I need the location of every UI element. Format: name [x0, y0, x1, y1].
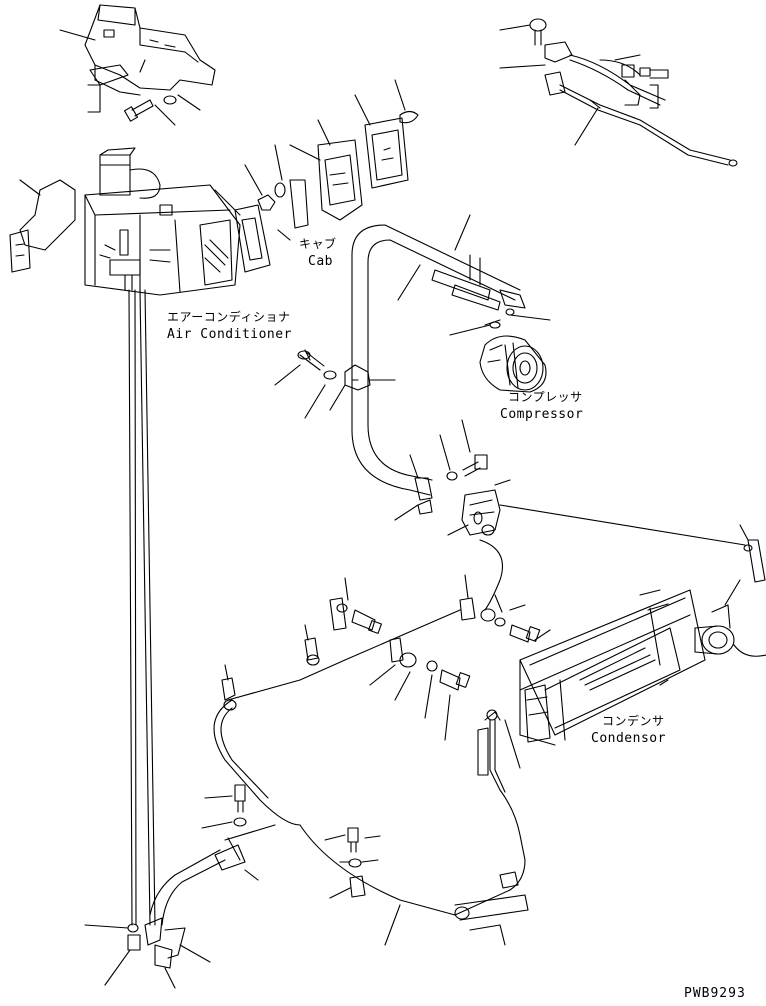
bolt-washer-top: [125, 95, 200, 125]
air-conditioner-label-ja: エアーコンディショナ: [167, 310, 291, 324]
cab-label-ja: キャブ: [299, 237, 337, 251]
bolt-clamp-mid: [275, 350, 395, 418]
condenser-label-ja: コンデンサ: [602, 714, 665, 728]
condenser-label-en: Condensor: [591, 731, 666, 746]
control-cable-assembly: [500, 19, 737, 166]
drawing-reference: PWB9293: [684, 986, 746, 1001]
receiver-clamp: [448, 480, 745, 545]
air-conditioner-unit: [85, 148, 240, 295]
hose-clamps: [85, 575, 550, 988]
cab-label-en: Cab: [308, 254, 333, 269]
air-conditioner-label-en: Air Conditioner: [167, 327, 292, 342]
compressor-label-ja: コンプレッサ: [508, 390, 583, 404]
cab-panel-parts: [215, 80, 418, 272]
bolt-clamp-lower: [395, 420, 487, 520]
drain-tubes: [129, 290, 155, 925]
duct-hose-left: [10, 65, 128, 272]
condenser: [478, 525, 766, 775]
duct-cover: [85, 5, 215, 95]
lower-hose-loop: [150, 540, 525, 925]
compressor-label-en: Compressor: [500, 407, 584, 422]
compressor: [480, 336, 546, 392]
refrigerant-pipe-main: [352, 225, 525, 495]
